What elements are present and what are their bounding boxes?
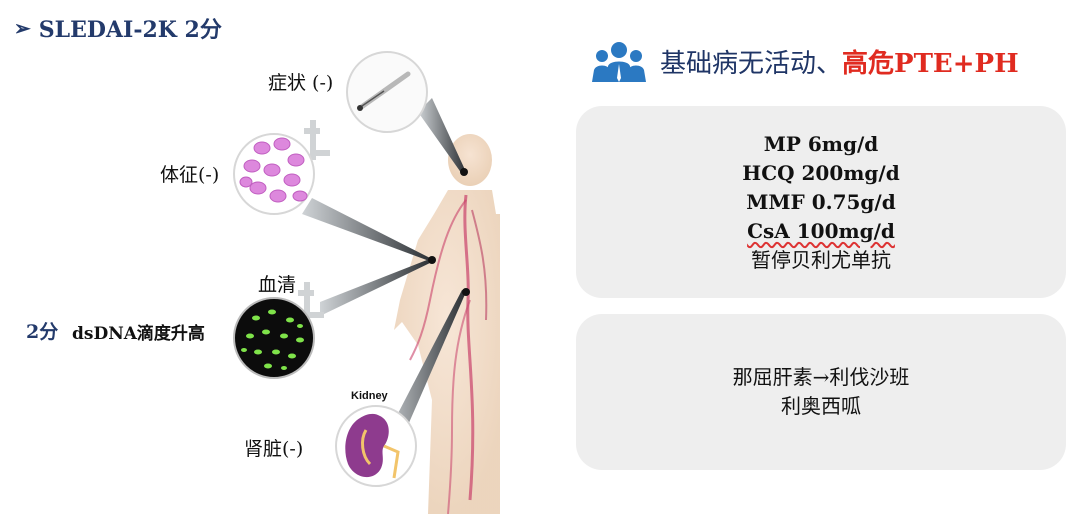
right-header: 基础病无活动、高危PTE+PH [592,38,1019,84]
connector-beam-symptom [418,98,466,174]
page-title: ➢ SLEDAI-2K 2分 [14,12,222,44]
people-group-icon [592,42,646,82]
anticoag-line-2: 利奥西呱 [781,394,861,418]
header-risk-text: 高危PTE+PH [842,48,1019,79]
treatment-box-medication: MP 6mg/d HCQ 200mg/d MMF 0.75g/d CsA 100… [576,106,1066,298]
human-body [394,134,500,514]
kidney-circle [335,405,417,487]
blood-cells-circle [233,133,315,215]
med-line-mp: MP 6mg/d [763,131,879,156]
kidney-label: 肾脏(-) [244,438,304,460]
fluorescence-circle [233,297,315,379]
arrow-bullet-icon: ➢ [14,16,31,40]
title-text: SLEDAI-2K 2分 [38,17,222,43]
sign-label: 体征(-) [160,164,220,186]
score-label: 2分 [26,321,59,343]
med-line-csa: CsA 100mg/d [747,218,895,243]
anticoag-line-1: 那屈肝素→利伐沙班 [732,365,910,389]
thermometer-circle [346,51,428,133]
connector-beam-kidney [380,290,466,448]
symptom-label: 症状 (-) [268,72,334,94]
med-line-hcq: HCQ 200mg/d [742,160,900,185]
body-illustration [233,51,500,514]
treatment-box-anticoagulation: 那屈肝素→利伐沙班 利奥西呱 [576,314,1066,470]
connector-beam-serum [320,258,432,316]
serum-label: 血清 [258,274,297,296]
connector-beam-sign [302,198,432,262]
med-line-mmf: MMF 0.75g/d [746,189,896,214]
kidney-image-label: Kidney [351,390,388,402]
med-line-pause: 暂停贝利尤单抗 [751,247,891,272]
dsdna-label: dsDNA滴度升高 [72,324,205,344]
microscope-icon [298,120,330,322]
header-main-text: 基础病无活动、 [660,48,843,79]
